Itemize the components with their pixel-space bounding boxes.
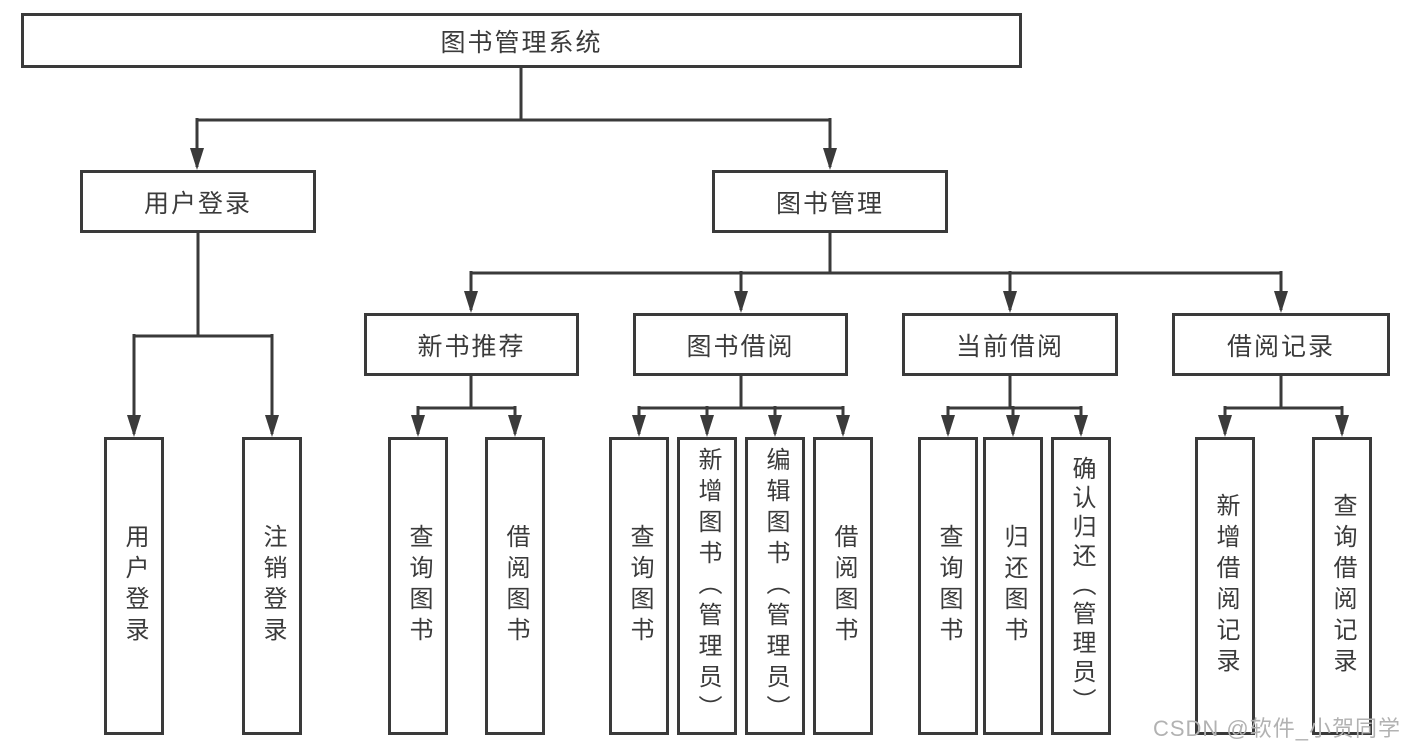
leaf-current-confirm-return-admin: 确认归还（管理员） [1051, 437, 1111, 735]
leaf-newbook-borrow-books: 借阅图书 [485, 437, 545, 735]
leaf-current-return-books: 归还图书 [983, 437, 1043, 735]
node-book-management: 图书管理 [712, 170, 948, 233]
leaf-borrow-query-books: 查询图书 [609, 437, 669, 735]
leaf-records-add-record: 新增借阅记录 [1195, 437, 1255, 735]
leaf-borrow-borrow-books: 借阅图书 [813, 437, 873, 735]
leaf-user-login: 用户登录 [104, 437, 164, 735]
leaf-records-query-record: 查询借阅记录 [1312, 437, 1372, 735]
node-new-book-recommend: 新书推荐 [364, 313, 579, 376]
leaf-logout: 注销登录 [242, 437, 302, 735]
leaf-newbook-query-books: 查询图书 [388, 437, 448, 735]
csdn-watermark: CSDN @软件_小贺同学 [1152, 716, 1401, 741]
leaf-borrow-edit-books-admin: 编辑图书（管理员） [745, 437, 805, 735]
leaf-current-query-books: 查询图书 [918, 437, 978, 735]
node-user-login: 用户登录 [80, 170, 316, 233]
leaf-borrow-add-books-admin: 新增图书（管理员） [677, 437, 737, 735]
node-borrow-records: 借阅记录 [1172, 313, 1390, 376]
node-root: 图书管理系统 [21, 13, 1022, 68]
node-book-borrow: 图书借阅 [633, 313, 848, 376]
node-current-borrow: 当前借阅 [902, 313, 1118, 376]
